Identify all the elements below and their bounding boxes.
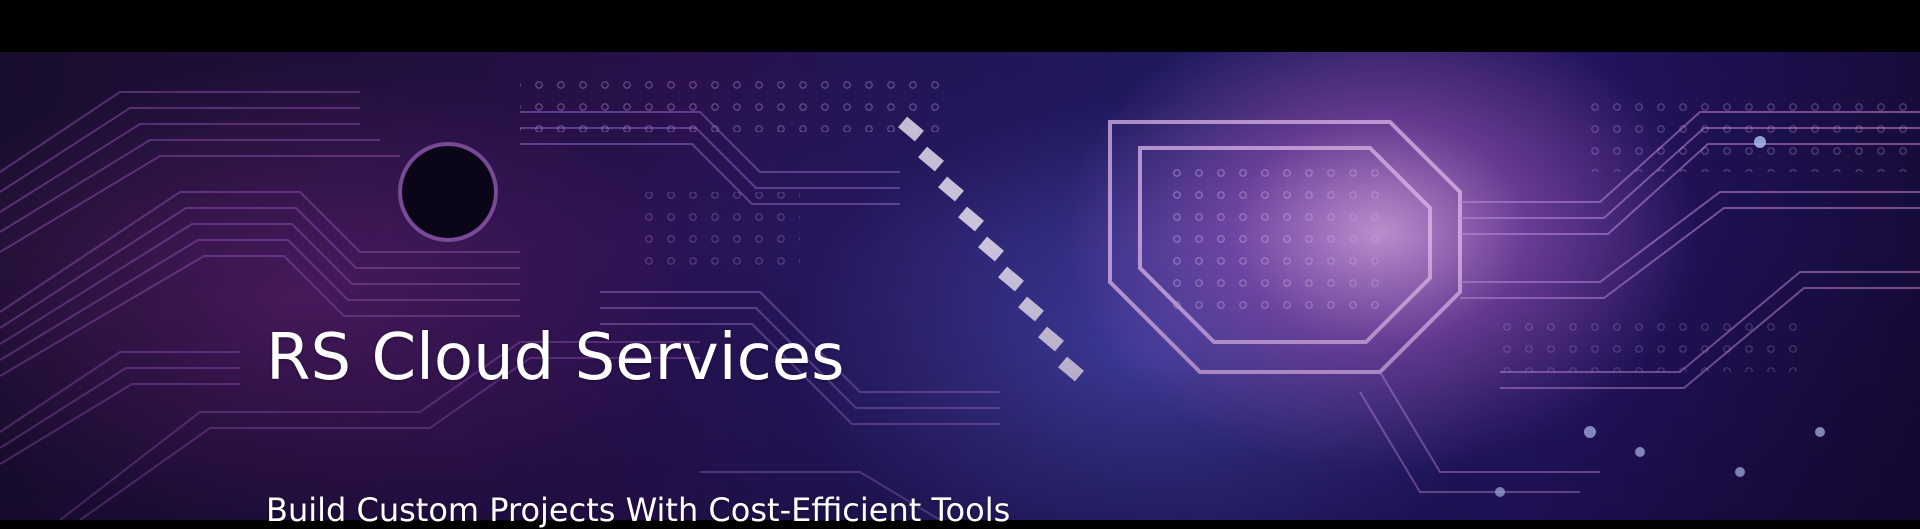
- hero-subtitle: Build Custom Projects With Cost-Efficien…: [266, 491, 1011, 529]
- hero-title: RS Cloud Services: [266, 321, 845, 395]
- hero-overlay: [0, 52, 1920, 520]
- circuit-board-image: [0, 72, 1920, 520]
- top-bar: [0, 0, 1920, 52]
- hero-banner: [0, 52, 1920, 520]
